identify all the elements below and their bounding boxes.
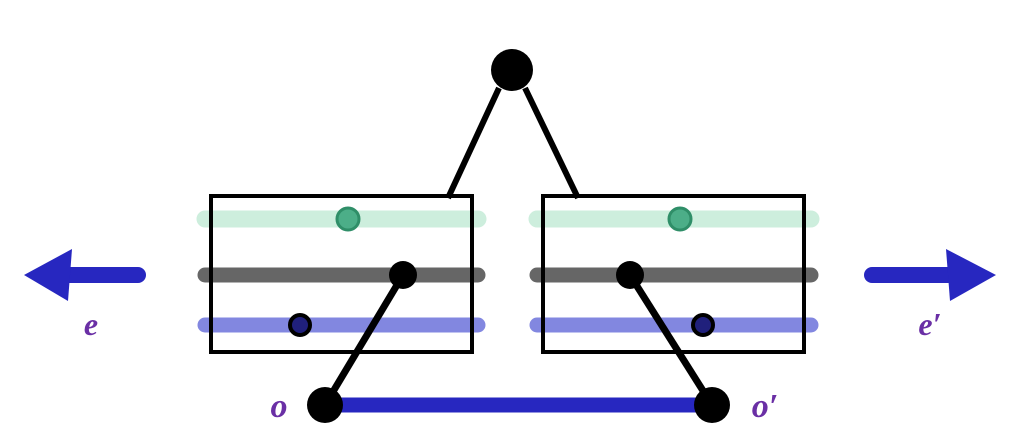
apex-node <box>491 49 533 91</box>
navy-node-right <box>691 313 715 337</box>
black-node-left-frame <box>389 261 417 289</box>
label-origin-o-prime: o′ <box>752 388 779 425</box>
label-origin-o: o <box>271 388 288 425</box>
edge-apex-to-left-frame <box>445 86 502 200</box>
label-arrow-right-e-prime: e′ <box>918 306 941 342</box>
green-node-right <box>667 206 693 232</box>
edge-left-node-to-origin <box>321 273 407 407</box>
label-arrow-left-e: e <box>84 306 98 342</box>
arrow-left-head <box>24 249 72 301</box>
edge-right-node-to-origin-prime <box>627 273 715 407</box>
black-node-right-frame <box>616 261 644 289</box>
arrow-right-head <box>946 249 996 301</box>
right-frame-box <box>541 194 806 354</box>
arrow-right-e-prime <box>864 249 996 301</box>
edge-apex-to-right-frame <box>522 86 581 200</box>
origin-node <box>307 387 343 423</box>
left-frame-box <box>209 194 474 354</box>
navy-node-left <box>288 313 312 337</box>
origin-prime-node <box>694 387 730 423</box>
green-node-left <box>335 206 361 232</box>
arrow-left-e <box>24 249 146 301</box>
